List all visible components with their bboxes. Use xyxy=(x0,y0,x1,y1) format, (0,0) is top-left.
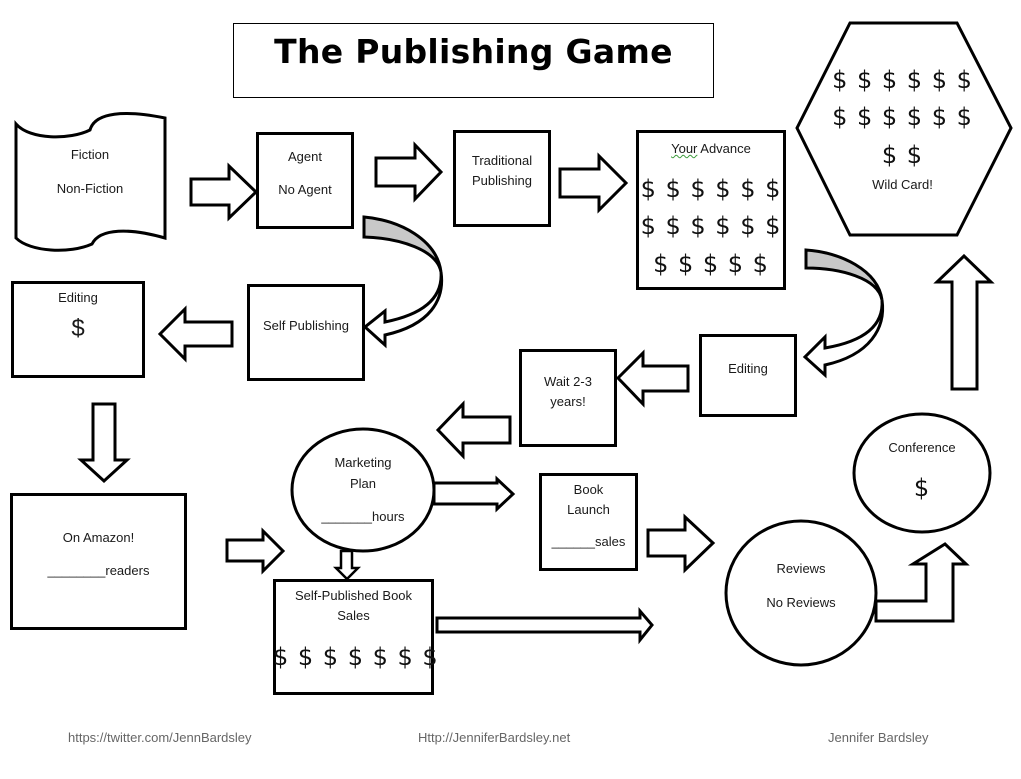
page-title: The Publishing Game xyxy=(274,32,673,71)
conference-label: Conference xyxy=(888,440,956,455)
advance-box: Your Advance xyxy=(636,130,786,290)
agent-box: Agent No Agent xyxy=(256,132,354,229)
wait-line2: years! xyxy=(550,394,586,409)
book-launch-sales-blank: ______sales xyxy=(551,534,626,549)
wild-card-hexagon xyxy=(795,21,1013,237)
traditional-publishing-box: Traditional Publishing xyxy=(453,130,551,227)
reviews-label: Reviews xyxy=(776,561,826,576)
wildcard-dollars-row3: $ $ xyxy=(881,141,924,169)
arrow-wait-to-marketing xyxy=(435,400,512,460)
arrow-selfsales-to-reviews xyxy=(435,606,654,645)
arrow-reviews-to-conference xyxy=(874,542,970,623)
wait-line1: Wait 2-3 xyxy=(544,374,592,389)
footer-twitter-link[interactable]: https://twitter.com/JennBardsley xyxy=(68,730,252,745)
advance-title: Your Advance xyxy=(639,141,783,156)
wait-box: Wait 2-3 years! xyxy=(519,349,617,447)
arrow-editing-to-wait xyxy=(615,349,690,408)
curved-arrow-advance-to-editing xyxy=(802,248,885,379)
curved-arrow-agent-to-selfpub xyxy=(362,215,444,349)
wildcard-label: Wild Card! xyxy=(872,177,933,192)
title-box: The Publishing Game xyxy=(233,23,714,98)
book-launch-box: Book Launch ______sales xyxy=(539,473,638,571)
arrow-traditional-to-advance xyxy=(558,152,629,214)
footer-website-link[interactable]: Http://JenniferBardsley.net xyxy=(418,730,571,745)
publishing-label: Publishing xyxy=(472,173,532,188)
self-publishing-label: Self Publishing xyxy=(263,318,349,333)
arrow-marketing-to-launch xyxy=(432,475,516,513)
wildcard-dollars-row1: $ $ $ $ $ $ xyxy=(832,66,973,94)
editing-self-box: Editing $ xyxy=(11,281,145,378)
arrow-marketing-to-selfsales xyxy=(332,549,362,581)
arrow-amazon-to-marketing xyxy=(225,527,286,575)
marketing-line2: Plan xyxy=(349,476,377,491)
traditional-label: Traditional xyxy=(471,153,533,168)
self-publishing-box: Self Publishing xyxy=(247,284,365,381)
conference-ellipse xyxy=(852,412,992,534)
amazon-readers-blank: ________readers xyxy=(47,563,150,578)
marketing-line1: Marketing xyxy=(334,455,392,470)
editing-self-cost: $ xyxy=(71,315,85,342)
no-reviews-label: No Reviews xyxy=(766,595,836,610)
arrow-launch-to-reviews xyxy=(646,513,716,574)
reviews-ellipse xyxy=(724,519,878,667)
marketing-hours-blank: _______hours xyxy=(321,509,405,524)
book-launch-line1: Book xyxy=(573,482,604,497)
self-sales-line1: Self-Published Book xyxy=(294,588,413,603)
advance-dollars-row3: $ $ $ $ $ xyxy=(653,250,769,278)
advance-title-your: Your xyxy=(671,141,698,156)
genre-fiction-label: Fiction xyxy=(70,147,110,162)
advance-dollars-row1: $ $ $ $ $ $ xyxy=(640,175,782,203)
no-agent-label: No Agent xyxy=(278,182,332,197)
advance-dollars-row2: $ $ $ $ $ $ xyxy=(640,212,782,240)
arrow-agent-to-traditional xyxy=(374,141,444,203)
agent-label: Agent xyxy=(288,149,322,164)
arrow-selfpub-to-editing xyxy=(157,305,234,363)
self-sales-line2: Sales xyxy=(337,608,370,623)
self-sales-box: Self-Published Book Sales xyxy=(273,579,434,695)
editing-self-label: Editing xyxy=(58,290,98,305)
book-launch-line2: Launch xyxy=(567,502,610,517)
marketing-plan-ellipse xyxy=(290,427,436,553)
amazon-box: On Amazon! ________readers xyxy=(10,493,187,630)
editing-trad-box: Editing xyxy=(699,334,797,417)
arrow-editing-to-amazon xyxy=(77,402,131,484)
genre-nonfiction-label: Non-Fiction xyxy=(56,181,124,196)
editing-trad-label: Editing xyxy=(728,361,768,376)
amazon-label: On Amazon! xyxy=(62,530,135,545)
arrow-conference-to-wildcard xyxy=(933,253,995,391)
wildcard-dollars-row2: $ $ $ $ $ $ xyxy=(832,103,973,131)
arrow-genre-to-agent xyxy=(189,162,259,222)
advance-title-advance: Advance xyxy=(697,141,751,156)
genre-document-shape xyxy=(14,112,167,252)
conference-cost: $ xyxy=(913,474,931,502)
self-sales-dollars: $ $ $ $ $ $ $ xyxy=(273,643,439,671)
footer-author: Jennifer Bardsley xyxy=(828,730,929,745)
